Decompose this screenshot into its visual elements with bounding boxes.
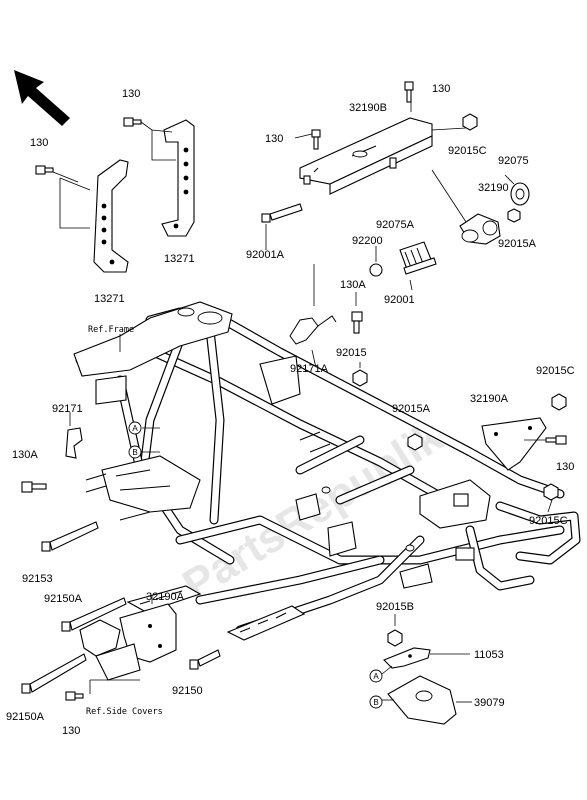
bolt-92150 [189, 649, 221, 670]
clip-92171A [289, 315, 337, 345]
svg-text:B: B [373, 698, 378, 707]
label-92075: 92075 [498, 155, 529, 167]
label-130A: 130A [12, 449, 38, 461]
marker-b-frame: B [128, 445, 142, 459]
nut-92015 [352, 369, 368, 387]
plate-39079 [387, 675, 457, 725]
svg-text:A: A [373, 672, 379, 681]
label-92150A: 92150A [44, 593, 83, 605]
label-92015: 92015 [336, 347, 367, 359]
bolt-130A-left [21, 481, 47, 493]
label-92171A: 92171A [290, 363, 329, 375]
cross-member-32190B [299, 117, 433, 195]
label-130: 130 [30, 137, 48, 149]
label-130: 130 [432, 83, 450, 95]
label-130: 130 [265, 133, 283, 145]
label-130: 130 [122, 88, 140, 100]
bolt-130-top [404, 81, 414, 103]
marker-b-bottom: B [369, 695, 383, 709]
nut-92015C-lower [543, 483, 559, 501]
label-39079: 39079 [474, 697, 505, 709]
bolt-130-left [35, 165, 54, 175]
label-92015C: 92015C [536, 365, 575, 377]
ref-frame-label: Ref.Frame [88, 325, 134, 335]
nut-92015C-top [462, 113, 478, 131]
label-11053: 11053 [474, 649, 504, 661]
label-92015C: 92015C [529, 515, 568, 527]
mount-32190 [459, 213, 501, 245]
nut-92015A-mount [507, 208, 521, 223]
nut-92015B [387, 629, 403, 647]
bolt-130-upper [123, 117, 142, 127]
label-92015A: 92015A [498, 238, 537, 250]
bracket-13271-left [93, 159, 129, 273]
label-92015B: 92015B [376, 601, 414, 613]
label-92150: 92150 [172, 685, 203, 697]
label-92171: 92171 [52, 403, 83, 415]
label-92150A: 92150A [6, 711, 45, 723]
bolt-130-right [545, 435, 567, 445]
label-32190A: 32190A [146, 591, 185, 603]
washer-92075 [510, 182, 530, 206]
svg-text:A: A [132, 424, 138, 433]
footrest-bracket-right [226, 605, 306, 641]
label-92200: 92200 [352, 235, 383, 247]
plate-32190A-right [481, 417, 547, 471]
clip-92171 [65, 427, 83, 459]
label-130: 130 [62, 725, 80, 737]
label-130A: 130A [340, 279, 366, 291]
direction-arrow-icon [14, 70, 70, 126]
bolt-92153 [41, 521, 99, 552]
label-32190B: 32190B [349, 102, 387, 114]
footrest-bracket-left [126, 585, 202, 613]
marker-a-frame: A [128, 421, 142, 435]
frame-head [73, 301, 233, 513]
label-13271: 13271 [94, 293, 125, 305]
label-92075A: 92075A [376, 219, 415, 231]
ref-side-covers-label: Ref.Side Covers [86, 707, 163, 717]
bolt-92150A-lower [21, 653, 87, 694]
label-13271: 13271 [164, 253, 195, 265]
label-92015C: 92015C [448, 145, 487, 157]
label-92001A: 92001A [246, 249, 285, 261]
bracket-11053 [383, 647, 431, 669]
bolt-92001 [403, 257, 437, 275]
marker-a-bottom: A [369, 669, 383, 683]
label-130: 130 [556, 461, 574, 473]
label-92001: 92001 [384, 294, 415, 306]
nut-92015A-right [407, 433, 423, 451]
label-32190A: 32190A [470, 393, 509, 405]
rear-mount-plates [399, 479, 491, 589]
washer-92200 [369, 263, 383, 277]
bolt-130A-upper [351, 311, 363, 334]
bolt-92150A-upper [61, 597, 127, 632]
bolt-92001A [261, 203, 303, 223]
bracket-13271-right [161, 119, 195, 237]
frame-details [85, 431, 415, 552]
label-92153: 92153 [22, 573, 53, 585]
label-92015A: 92015A [392, 403, 431, 415]
bracket-32190A-lower [79, 603, 177, 681]
bolt-130-lower [65, 691, 84, 701]
engine-mount-brackets [259, 355, 357, 557]
label-32190: 32190 [478, 182, 509, 194]
svg-text:B: B [132, 448, 137, 457]
nut-92015C-right [551, 393, 567, 411]
bolt-130-mid [311, 129, 321, 150]
